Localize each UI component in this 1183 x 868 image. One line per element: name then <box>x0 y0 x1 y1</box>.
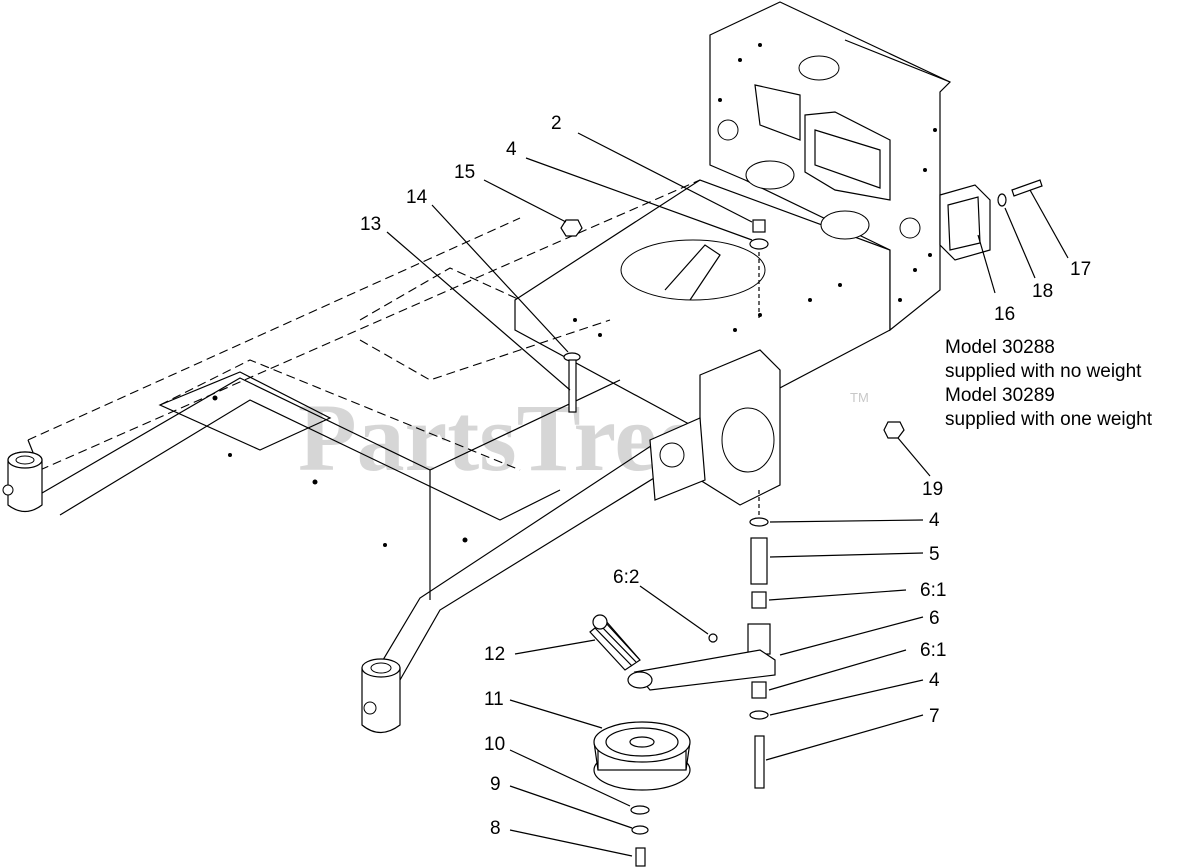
callout-18: 18 <box>1032 281 1053 302</box>
callout-6: 6 <box>929 608 940 629</box>
bolt-17 <box>1011 179 1043 197</box>
callout-10: 10 <box>484 734 505 755</box>
bushing-6-1-top <box>751 591 767 609</box>
note-model-30289: Model 30289 <box>945 385 1055 406</box>
note-no-weight: supplied with no weight <box>945 361 1142 382</box>
upright-plate <box>212 1 952 547</box>
watermark-trademark: TM <box>850 390 869 405</box>
washer-9 <box>631 825 649 835</box>
callout-14: 14 <box>406 187 428 208</box>
callout-4: 4 <box>506 139 517 160</box>
callout-6-1-bottom: 6:1 <box>920 640 946 661</box>
spacer-5 <box>750 537 768 585</box>
bushing-6-1-bottom <box>751 681 767 699</box>
washer-4-mid <box>749 517 769 527</box>
callout-12: 12 <box>484 644 505 665</box>
right-caster-tube <box>361 658 401 734</box>
callout-4-mid: 4 <box>929 510 940 531</box>
callout-19: 19 <box>922 479 943 500</box>
callout-15: 15 <box>454 162 475 183</box>
washer-10 <box>630 805 650 815</box>
note-one-weight: supplied with one weight <box>945 409 1153 430</box>
callout-4-bottom: 4 <box>929 670 940 691</box>
hardware-parts <box>560 179 1043 867</box>
callout-16: 16 <box>994 304 1015 325</box>
bolt-13 <box>568 359 577 413</box>
left-caster-tube <box>2 451 43 513</box>
callout-9: 9 <box>490 774 501 795</box>
callout-11: 11 <box>484 689 504 710</box>
callout-13: 13 <box>360 214 381 235</box>
model-notes: Model 30288 supplied with no weight Mode… <box>945 337 1153 430</box>
callout-6-1-top: 6:1 <box>920 580 946 601</box>
washer-4-top <box>749 238 769 250</box>
mower-frame <box>2 1 991 734</box>
callout-17: 17 <box>1070 259 1091 280</box>
nut-19 <box>883 421 905 439</box>
callout-2: 2 <box>551 113 562 134</box>
nut-15 <box>560 219 583 237</box>
washer-4-bottom <box>749 710 769 720</box>
callout-labels: 2 4 15 14 13 17 18 16 19 4 5 6:1 6 6:1 4… <box>360 113 1091 839</box>
nut-2 <box>752 219 766 233</box>
idler-arm-6 <box>627 623 776 691</box>
note-model-30288: Model 30288 <box>945 337 1055 358</box>
washer-18 <box>997 193 1007 207</box>
bolt-8 <box>635 847 646 867</box>
callout-5: 5 <box>929 544 940 565</box>
bolt-7 <box>754 735 765 789</box>
pulley-11 <box>593 721 691 791</box>
leader-lines <box>386 132 1069 857</box>
spring-12 <box>589 614 641 671</box>
callout-8: 8 <box>490 818 501 839</box>
callout-6-2: 6:2 <box>613 567 639 588</box>
callout-7: 7 <box>929 706 940 727</box>
